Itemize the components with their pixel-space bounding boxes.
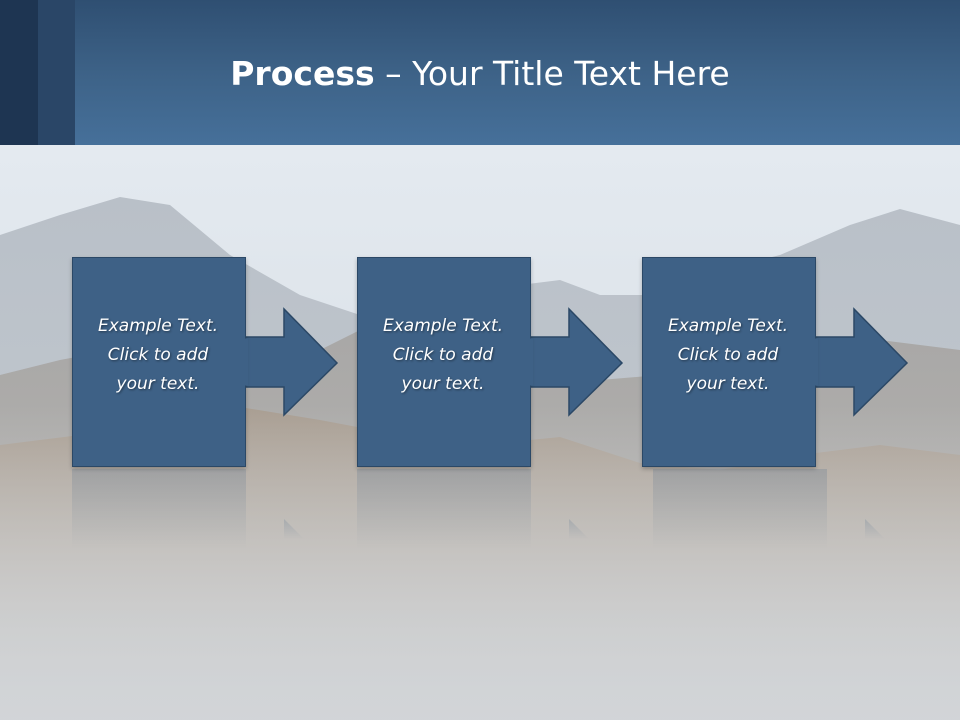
step-box[interactable] (357, 257, 531, 467)
arrow-right-icon (813, 307, 909, 417)
step-text-line-2: Click to add (677, 345, 779, 365)
step-text-line-2: Click to add (392, 345, 494, 365)
arrow-joint (812, 338, 818, 386)
slide-title[interactable]: Process – Your Title Text Here (0, 52, 960, 96)
header-accent-dark (0, 0, 38, 145)
step-text[interactable]: Example Text. Click to add your text. (642, 312, 814, 399)
step-text-line-3: your text. (686, 374, 770, 394)
title-bold-text: Process (230, 54, 375, 93)
arrow-right-icon (243, 307, 339, 417)
title-bar: Process – Your Title Text Here (0, 0, 960, 145)
step-text-line-1: Example Text. (667, 316, 789, 336)
step-text-line-2: Click to add (107, 345, 209, 365)
arrow-joint (527, 338, 533, 386)
step-reflection (357, 469, 589, 549)
process-step-3[interactable]: Example Text. Click to add your text. (642, 257, 960, 467)
arrow-right-icon (528, 307, 624, 417)
step-text[interactable]: Example Text. Click to add your text. (72, 312, 244, 399)
step-reflection (653, 469, 885, 549)
title-rest-text: – Your Title Text Here (374, 54, 730, 93)
step-text-line-1: Example Text. (97, 316, 219, 336)
step-text[interactable]: Example Text. Click to add your text. (357, 312, 529, 399)
step-reflection (72, 469, 304, 549)
step-text-line-3: your text. (116, 374, 200, 394)
process-step-2[interactable]: Example Text. Click to add your text. (357, 257, 697, 467)
process-step-1[interactable]: Example Text. Click to add your text. (72, 257, 412, 467)
step-text-line-1: Example Text. (382, 316, 504, 336)
step-box[interactable] (642, 257, 816, 467)
header-accent-mid (38, 0, 75, 145)
step-text-line-3: your text. (401, 374, 485, 394)
arrow-joint (242, 338, 248, 386)
